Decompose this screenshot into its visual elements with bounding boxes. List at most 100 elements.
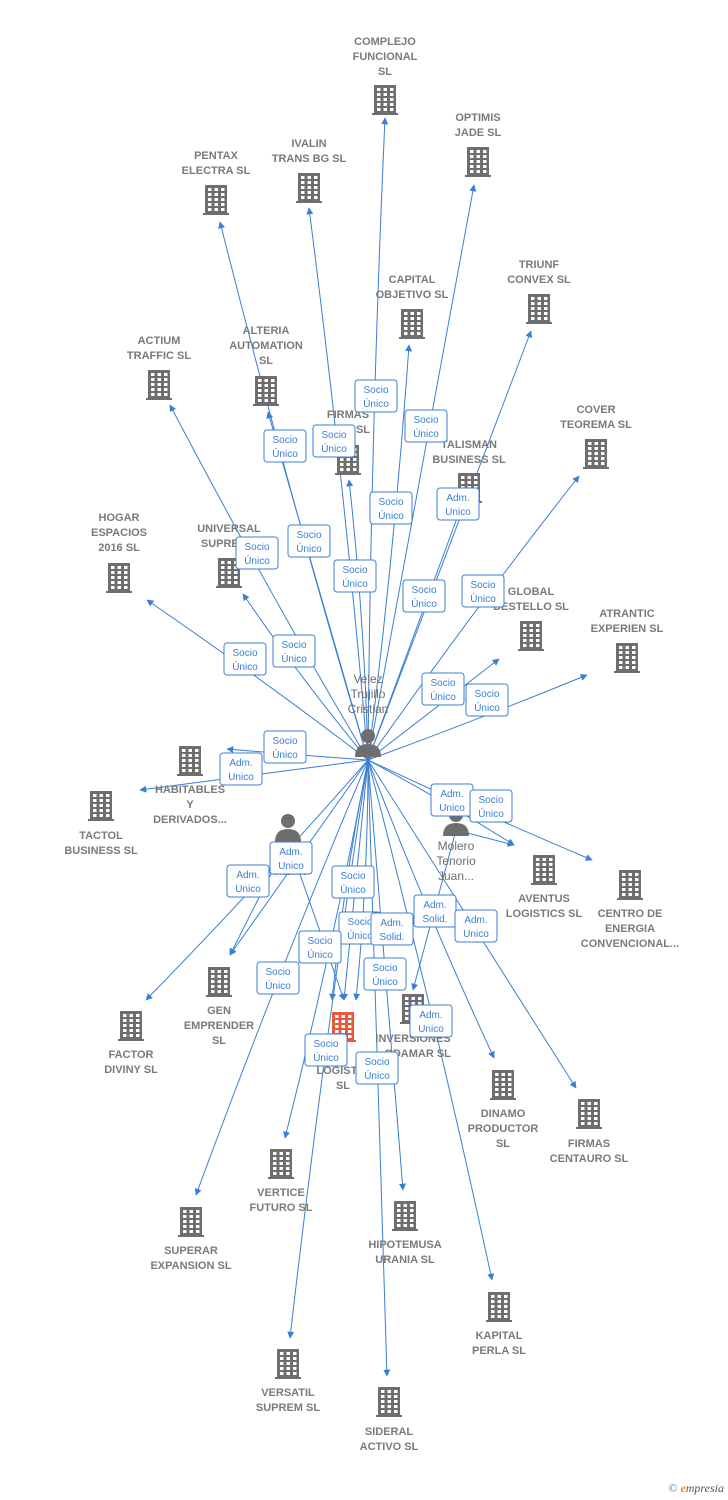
building-icon (576, 1099, 602, 1129)
edge-labels-layer: SocioÚnicoSocioÚnicoSocioÚnicoSocioÚnico… (219, 379, 513, 1085)
relationship-edge (367, 344, 413, 761)
node-label: PENTAX (194, 150, 238, 162)
edge-label-text: Socio (272, 736, 297, 747)
node-label: OBJETIVO SL (376, 289, 449, 301)
person-label: Molero (438, 839, 475, 853)
edge-label-text: Socio (281, 640, 306, 651)
edge-label-text: Socio (364, 1057, 389, 1068)
node-label: TRAFFIC SL (127, 350, 191, 362)
brand-rest: mpresia (685, 1481, 724, 1495)
building-icon (399, 309, 425, 339)
edge-label-e21[interactable]: Adm.Unico (226, 864, 270, 898)
edge-label-e28[interactable]: Adm. Solid. (370, 912, 414, 946)
edge-label-text: Único (272, 748, 298, 761)
edge-label-e17[interactable]: Adm.Unico (219, 752, 263, 786)
edge-label-box (223, 642, 267, 676)
node-label: GLOBAL (508, 586, 555, 598)
node-label: SIDERAL (365, 1426, 414, 1438)
node-label: TRIUNF (519, 259, 560, 271)
edge-label-e24[interactable]: Adm.Unico (454, 909, 498, 943)
footer-brand[interactable]: © empresia (668, 1481, 724, 1496)
person-label: Cristian (348, 702, 389, 716)
edge-label-e23[interactable]: Adm.Solid. (413, 894, 457, 928)
edge-label-e20[interactable]: Adm.Unico (269, 841, 313, 875)
edge-label-text: Adm. (380, 918, 403, 929)
person-label: Tenorio (436, 854, 476, 868)
edge-label-box (469, 789, 513, 823)
edge-label-e5[interactable]: Adm.Unico (436, 487, 480, 521)
building-icon (490, 1070, 516, 1100)
node-label: EXPANSION SL (150, 1260, 231, 1272)
node-label: TRANS BG SL (272, 153, 347, 165)
building-icon (526, 294, 552, 324)
edge-label-text: Único (281, 652, 307, 665)
edge-label-box (312, 424, 356, 458)
company-node-habitables[interactable]: HABITABLESYDERIVADOS... (153, 746, 227, 826)
relationship-edge (367, 184, 477, 761)
edge-label-box (369, 491, 413, 525)
edge-label-text: Único (313, 1051, 339, 1064)
edge-label-box (263, 429, 307, 463)
node-label: TEOREMA SL (560, 419, 632, 431)
edge-label-e18[interactable]: Adm.Unico (430, 783, 474, 817)
building-icon (178, 1207, 204, 1237)
company-node-centro[interactable]: CENTRO DEENERGIACONVENCIONAL... (581, 870, 679, 950)
node-label: CENTRO DE (598, 908, 663, 920)
edge-label-e30[interactable]: Adm.Unico (409, 1004, 453, 1038)
edge-label-text: Solid. (379, 932, 404, 943)
edge-label-text: Único (372, 975, 398, 988)
edge-label-box (465, 683, 509, 717)
edge-label-text: Unico (228, 772, 254, 783)
node-label: BUSINESS SL (64, 845, 138, 857)
edge-label-text: Único (430, 690, 456, 703)
node-label: GEN (207, 1005, 231, 1017)
